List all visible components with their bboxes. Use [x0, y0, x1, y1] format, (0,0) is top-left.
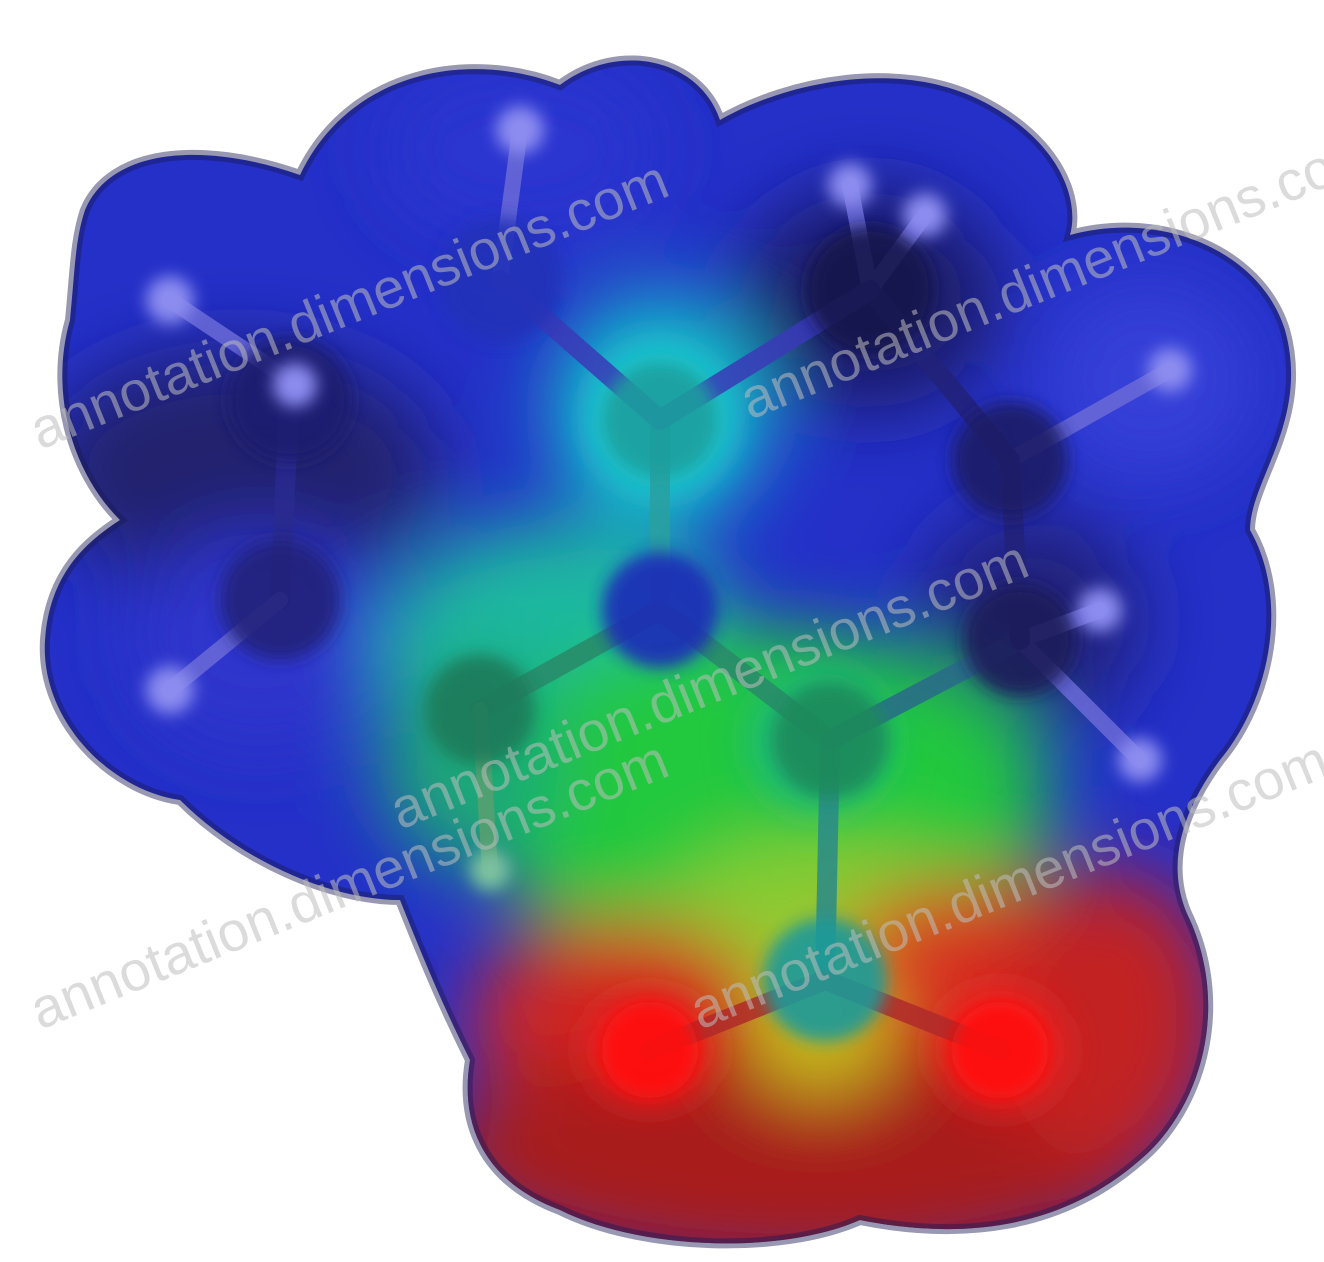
hydrogen-atom: [496, 106, 544, 154]
carbon-atom: [806, 226, 934, 354]
oxygen-atom: [602, 1002, 698, 1098]
carbon-atom: [964, 584, 1076, 696]
carbon-atom: [602, 552, 718, 668]
carbon-atom: [425, 655, 535, 765]
carbon-atom: [763, 918, 887, 1042]
oxygen-atom: [952, 1002, 1048, 1098]
hydrogen-atom: [1118, 738, 1162, 782]
hydrogen-atom: [146, 276, 194, 324]
hydrogen-atom: [1148, 348, 1192, 392]
carbon-atom: [772, 682, 888, 798]
hydrogen-atom: [146, 666, 194, 714]
carbon-atom: [602, 362, 718, 478]
hydrogen-atom: [828, 163, 872, 207]
hydrogen-atom: [903, 193, 947, 237]
carbon-atom: [220, 540, 340, 660]
carbon-atom: [438, 218, 562, 342]
hydrogen-atom: [273, 363, 317, 407]
carbon-atom: [952, 402, 1068, 518]
hydrogen-atom: [470, 850, 510, 890]
surface-outline: [39, 55, 1297, 1249]
hydrogen-atom: [1078, 588, 1122, 632]
atom-spheres: [146, 106, 1192, 1098]
